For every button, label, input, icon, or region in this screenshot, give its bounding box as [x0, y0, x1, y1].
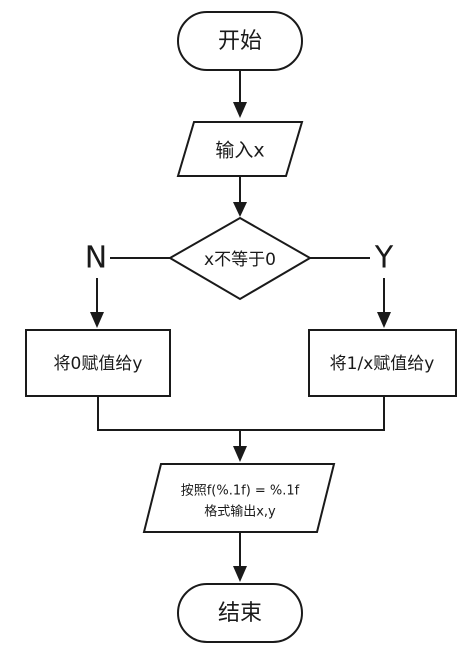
output-label-line1: 按照f(%.1f) = %.1f: [181, 484, 300, 499]
output-label-line2: 格式输出x,y: [204, 504, 276, 520]
assign-zero-label: 将0赋值给y: [54, 354, 143, 374]
assign-zero-process: [25, 329, 171, 397]
arrowhead-yes-branch: [377, 312, 391, 328]
start-label: 开始: [218, 29, 262, 54]
arrowhead-merge-to-output: [233, 446, 247, 462]
assign-reciprocal-label: 将1/x赋值给y: [330, 354, 435, 374]
decision-label: x不等于0: [204, 250, 276, 270]
yes-branch-label: Y: [374, 241, 394, 276]
arrowhead-start-to-input: [233, 102, 247, 118]
assign-reciprocal-process: [308, 329, 457, 397]
no-branch-label: N: [85, 241, 107, 276]
end-terminal: [177, 583, 303, 643]
end-label: 结束: [218, 601, 262, 626]
arrowhead-output-to-end: [233, 566, 247, 582]
output-parallelogram: [142, 463, 336, 533]
decision-diamond: [168, 216, 312, 301]
input-label: 输入x: [215, 140, 264, 162]
input-parallelogram: [176, 121, 304, 177]
arrowhead-input-to-decision: [233, 202, 247, 217]
arrowhead-no-branch: [90, 312, 104, 328]
